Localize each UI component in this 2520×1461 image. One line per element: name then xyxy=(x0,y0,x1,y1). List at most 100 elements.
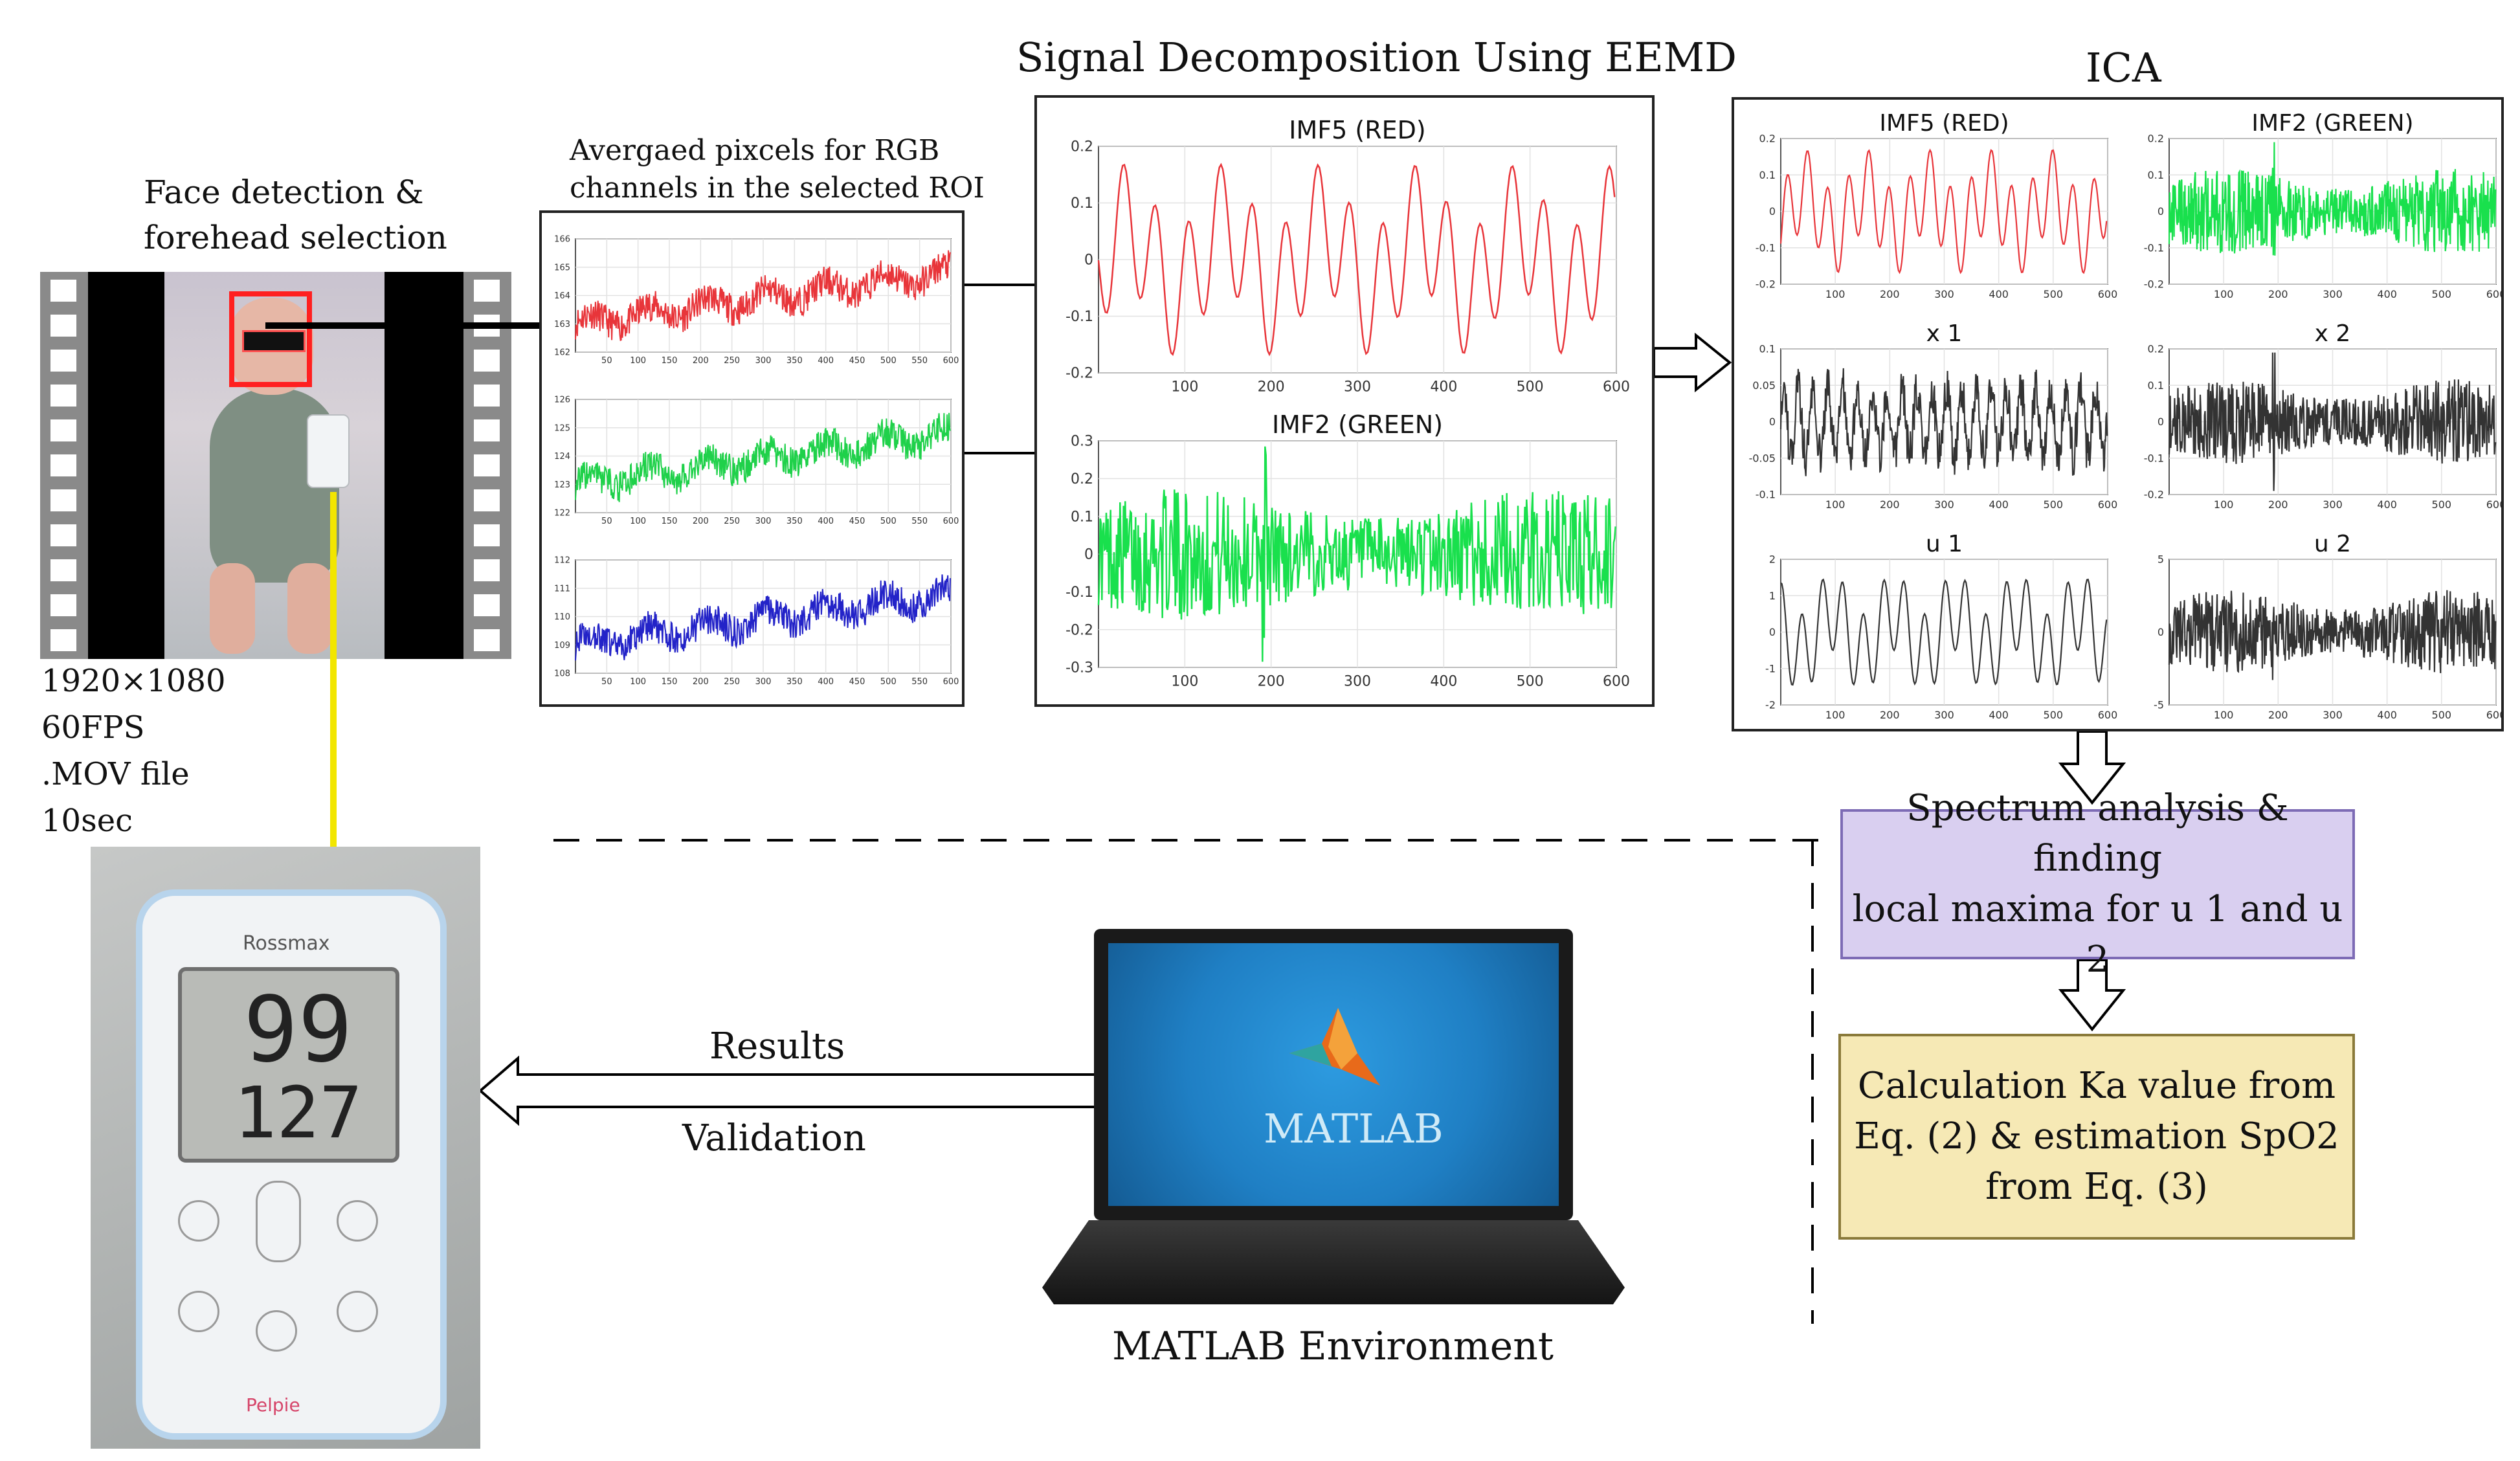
laptop-lid: MATLAB xyxy=(1094,929,1573,1220)
x-tick-label: 400 xyxy=(1989,709,2009,721)
x-tick-label: 550 xyxy=(911,517,928,526)
face-title-line2: forehead selection xyxy=(144,219,447,256)
x-tick-label: 500 xyxy=(2432,498,2452,511)
filmstrip-hole xyxy=(474,454,500,476)
baby-leg-left xyxy=(210,563,255,654)
x-tick-label: 550 xyxy=(911,677,928,687)
y-tick-label: 122 xyxy=(554,509,570,519)
y-tick-label: 112 xyxy=(554,556,570,566)
x-tick-label: 400 xyxy=(2377,498,2397,511)
video-resolution: 1920×1080 xyxy=(41,663,226,699)
spectrum-line1: Spectrum analysis & finding xyxy=(1906,787,2289,880)
mode-button xyxy=(256,1181,301,1262)
memory-button xyxy=(337,1291,378,1332)
x-tick-label: 100 xyxy=(630,517,646,526)
x-tick-label: 300 xyxy=(2323,288,2343,300)
filmstrip-hole xyxy=(50,280,76,302)
x-tick-label: 250 xyxy=(724,517,740,526)
y-tick-label: 0 xyxy=(1769,626,1776,638)
x-tick-label: 500 xyxy=(1517,379,1544,396)
signal-line xyxy=(575,574,951,661)
y-tick-label: 0.2 xyxy=(1071,139,1093,155)
signal-line xyxy=(575,250,951,342)
filmstrip-hole xyxy=(50,524,76,546)
x-tick-label: 600 xyxy=(2486,709,2501,721)
laptop-base xyxy=(1042,1220,1625,1304)
ica-to-spectrum-arrow xyxy=(2058,730,2126,805)
y-tick-label: 0.05 xyxy=(1752,379,1776,392)
plot-title: x 1 xyxy=(1926,320,1963,347)
signal-line xyxy=(575,412,951,502)
y-tick-label: 123 xyxy=(554,480,570,490)
matlab-logo-text: MATLAB xyxy=(1264,1105,1444,1152)
video-format: .MOV file xyxy=(41,756,190,792)
x-tick-label: 50 xyxy=(601,677,612,687)
validation-label: Validation xyxy=(682,1117,866,1159)
power-button xyxy=(256,1310,297,1352)
y-tick-label: 5 xyxy=(2158,553,2164,566)
y-tick-label: 0.2 xyxy=(2148,343,2164,355)
face-roi-box xyxy=(229,291,312,387)
x-tick-label: 500 xyxy=(880,517,897,526)
x-tick-label: 100 xyxy=(1171,674,1198,690)
forehead-roi-box xyxy=(242,330,306,352)
x-tick-label: 500 xyxy=(2432,288,2452,300)
x-tick-label: 350 xyxy=(786,356,803,366)
y-tick-label: -0.3 xyxy=(1065,660,1093,676)
filmstrip-hole xyxy=(474,524,500,546)
x-tick-label: 200 xyxy=(693,677,709,687)
x-tick-label: 300 xyxy=(2323,498,2343,511)
laptop-caption: MATLAB Environment xyxy=(1112,1324,1554,1369)
plot-title: u 1 xyxy=(1926,531,1963,557)
x-tick-label: 100 xyxy=(1171,379,1198,396)
x-tick-label: 100 xyxy=(2214,498,2234,511)
x-tick-label: 500 xyxy=(1517,674,1544,690)
filmstrip-hole xyxy=(50,350,76,372)
x-tick-label: 300 xyxy=(755,356,772,366)
oximeter-body: Rossmax 99 127 Pelpie xyxy=(136,889,447,1440)
matlab-logo-icon xyxy=(1289,1008,1380,1086)
y-tick-label: -5 xyxy=(2154,699,2164,711)
face-title-line1: Face detection & xyxy=(144,173,424,211)
filmstrip-hole xyxy=(474,419,500,441)
x-tick-label: 300 xyxy=(755,517,772,526)
x-tick-label: 300 xyxy=(1934,288,1954,300)
ica-title: ICA xyxy=(2086,44,2161,91)
x-tick-label: 500 xyxy=(2044,498,2064,511)
x-tick-label: 200 xyxy=(1880,288,1900,300)
filmstrip-hole xyxy=(50,454,76,476)
y-tick-label: 126 xyxy=(554,396,570,405)
y-tick-label: 0 xyxy=(2158,416,2164,428)
filmstrip-hole xyxy=(50,629,76,651)
x-tick-label: 600 xyxy=(943,517,959,526)
y-tick-label: 0.1 xyxy=(1759,169,1776,181)
oximeter-small xyxy=(307,414,350,488)
x-tick-label: 200 xyxy=(1258,674,1285,690)
x-tick-label: 300 xyxy=(1344,379,1371,396)
x-tick-label: 600 xyxy=(943,356,959,366)
x-tick-label: 150 xyxy=(662,677,678,687)
filmstrip-hole xyxy=(50,419,76,441)
x-tick-label: 300 xyxy=(1934,709,1954,721)
oximeter-photo: Rossmax 99 127 Pelpie xyxy=(91,847,480,1449)
signal-line xyxy=(1779,148,2108,274)
y-tick-label: 1 xyxy=(1769,590,1776,602)
oximeter-pulse: 127 xyxy=(234,1071,362,1154)
filmstrip-hole xyxy=(50,489,76,511)
x-tick-label: 100 xyxy=(1825,498,1845,511)
x-tick-label: 100 xyxy=(630,356,646,366)
x-tick-label: 300 xyxy=(2323,709,2343,721)
x-tick-label: 100 xyxy=(2214,709,2234,721)
y-tick-label: -0.1 xyxy=(1065,309,1093,325)
filmstrip-holes-right xyxy=(463,272,511,659)
results-arrow xyxy=(478,1055,1097,1126)
y-tick-label: 0.1 xyxy=(1759,343,1776,355)
x-tick-label: 500 xyxy=(880,356,897,366)
y-tick-label: -0.2 xyxy=(1065,366,1093,382)
video-duration: 10sec xyxy=(41,803,133,839)
